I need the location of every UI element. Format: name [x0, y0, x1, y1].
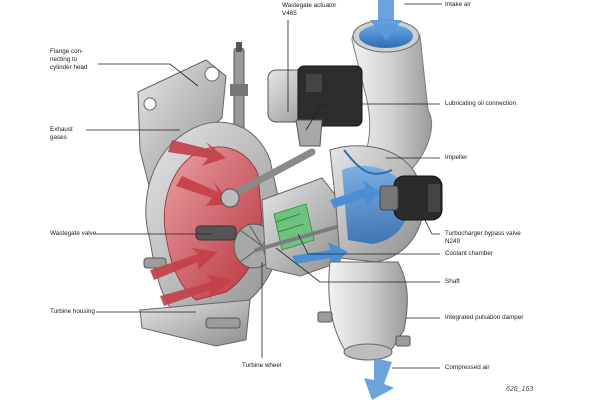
- wastegate-actuator: [267, 65, 363, 147]
- exhaust-gases-label-line2: gases: [50, 134, 67, 141]
- flange-label: Flange con- necting to cylinder head: [50, 48, 87, 72]
- figure-reference: 626_163: [506, 386, 534, 393]
- bypass-valve-label-line2: N249: [445, 238, 461, 245]
- exhaust-gases-label-line1: Exhaust: [50, 126, 73, 133]
- flange-label-line1: Flange con-: [50, 48, 84, 55]
- pulsation-damper: [317, 261, 411, 361]
- turbine-housing-label: Turbine housing: [50, 308, 95, 315]
- flange-label-line2: necting to: [50, 56, 78, 63]
- coolant-chamber-label: Coolant chamber: [445, 250, 493, 257]
- wastegate-actuator-label-line1: Wastegate actuator: [282, 2, 337, 9]
- wastegate-actuator-label: Wastegate actuator V465: [282, 2, 336, 18]
- compressed-air-arrow: [364, 358, 394, 400]
- flange-label-line3: cylinder head: [50, 64, 88, 71]
- exhaust-gases-label: Exhaust gases: [50, 126, 73, 142]
- wastegate-linkage: [195, 148, 316, 241]
- shaft-label: Shaft: [445, 278, 460, 285]
- wastegate-actuator-label-line2: V465: [282, 10, 297, 17]
- bypass-valve-label: Turbocharger bypass valve N249: [445, 230, 521, 246]
- bypass-valve-label-line1: Turbocharger bypass valve: [445, 230, 521, 237]
- wastegate-valve-label: Wastegate valve: [50, 230, 97, 237]
- pulsation-damper-label: Integrated pulsation damper: [445, 314, 524, 321]
- intake-air-arrow: [370, 0, 402, 40]
- compressed-air-label: Compressed air: [445, 364, 490, 371]
- bypass-valve: [379, 175, 443, 221]
- intake-air-label: Intake air: [445, 1, 471, 8]
- lubricating-oil-label: Lubricating oil connection: [445, 100, 517, 107]
- turbine-wheel-label: Turbine wheel: [242, 362, 282, 369]
- exhaust-flow-arrows: [150, 140, 232, 306]
- compressor-housing: [329, 145, 424, 263]
- impeller-label: Impeller: [445, 154, 468, 161]
- leader-lines: [86, 3, 442, 369]
